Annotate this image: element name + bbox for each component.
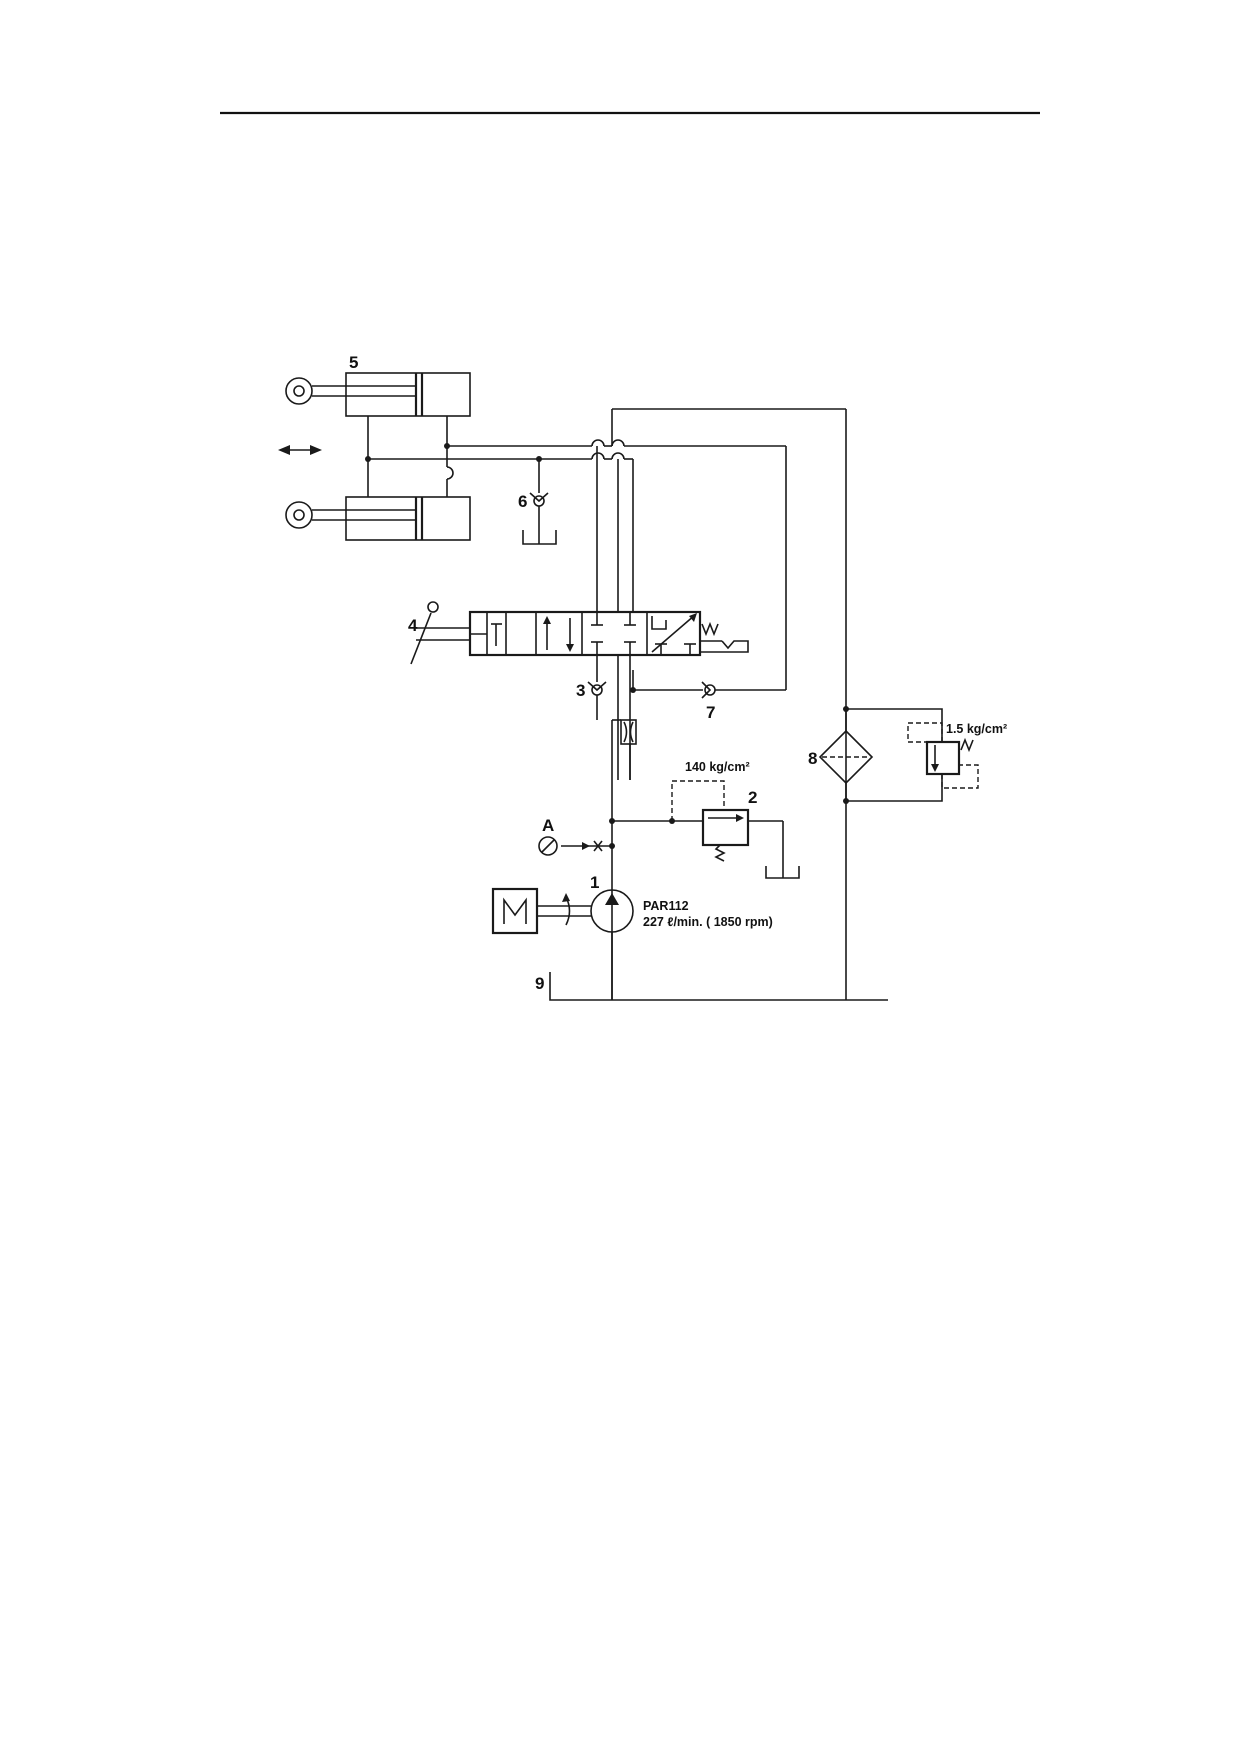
label-2: 2 xyxy=(748,788,757,807)
directional-control-valve xyxy=(468,610,749,657)
label-A: A xyxy=(542,816,554,835)
relief-valve xyxy=(671,780,800,879)
lower-cylinder xyxy=(285,496,471,541)
label-1: 1 xyxy=(590,873,599,892)
check-valve-7 xyxy=(701,681,716,699)
check-valve-3 xyxy=(587,681,607,720)
label-3: 3 xyxy=(576,681,585,700)
double-arrow-icon xyxy=(278,445,322,455)
relief-pressure-label: 140 kg/cm² xyxy=(685,760,750,774)
motor-icon xyxy=(491,887,539,935)
bypass-pressure-label: 1.5 kg/cm² xyxy=(946,722,1007,736)
label-8: 8 xyxy=(808,749,817,768)
label-6: 6 xyxy=(518,492,527,511)
return-filter xyxy=(818,709,874,801)
label-7: 7 xyxy=(706,703,715,722)
flow-restrictor xyxy=(620,719,637,745)
label-4: 4 xyxy=(408,616,418,635)
control-lever xyxy=(410,601,470,665)
check-valve-6 xyxy=(522,459,557,545)
pump-flow-label: 227 ℓ/min. ( 1850 rpm) xyxy=(643,915,773,929)
pressure-gauge-icon xyxy=(538,836,603,856)
upper-cylinder xyxy=(285,372,471,417)
bypass-check-valve xyxy=(846,708,979,802)
label-9: 9 xyxy=(535,974,544,993)
pump-model-label: PAR112 xyxy=(643,899,689,913)
label-5: 5 xyxy=(349,353,358,372)
